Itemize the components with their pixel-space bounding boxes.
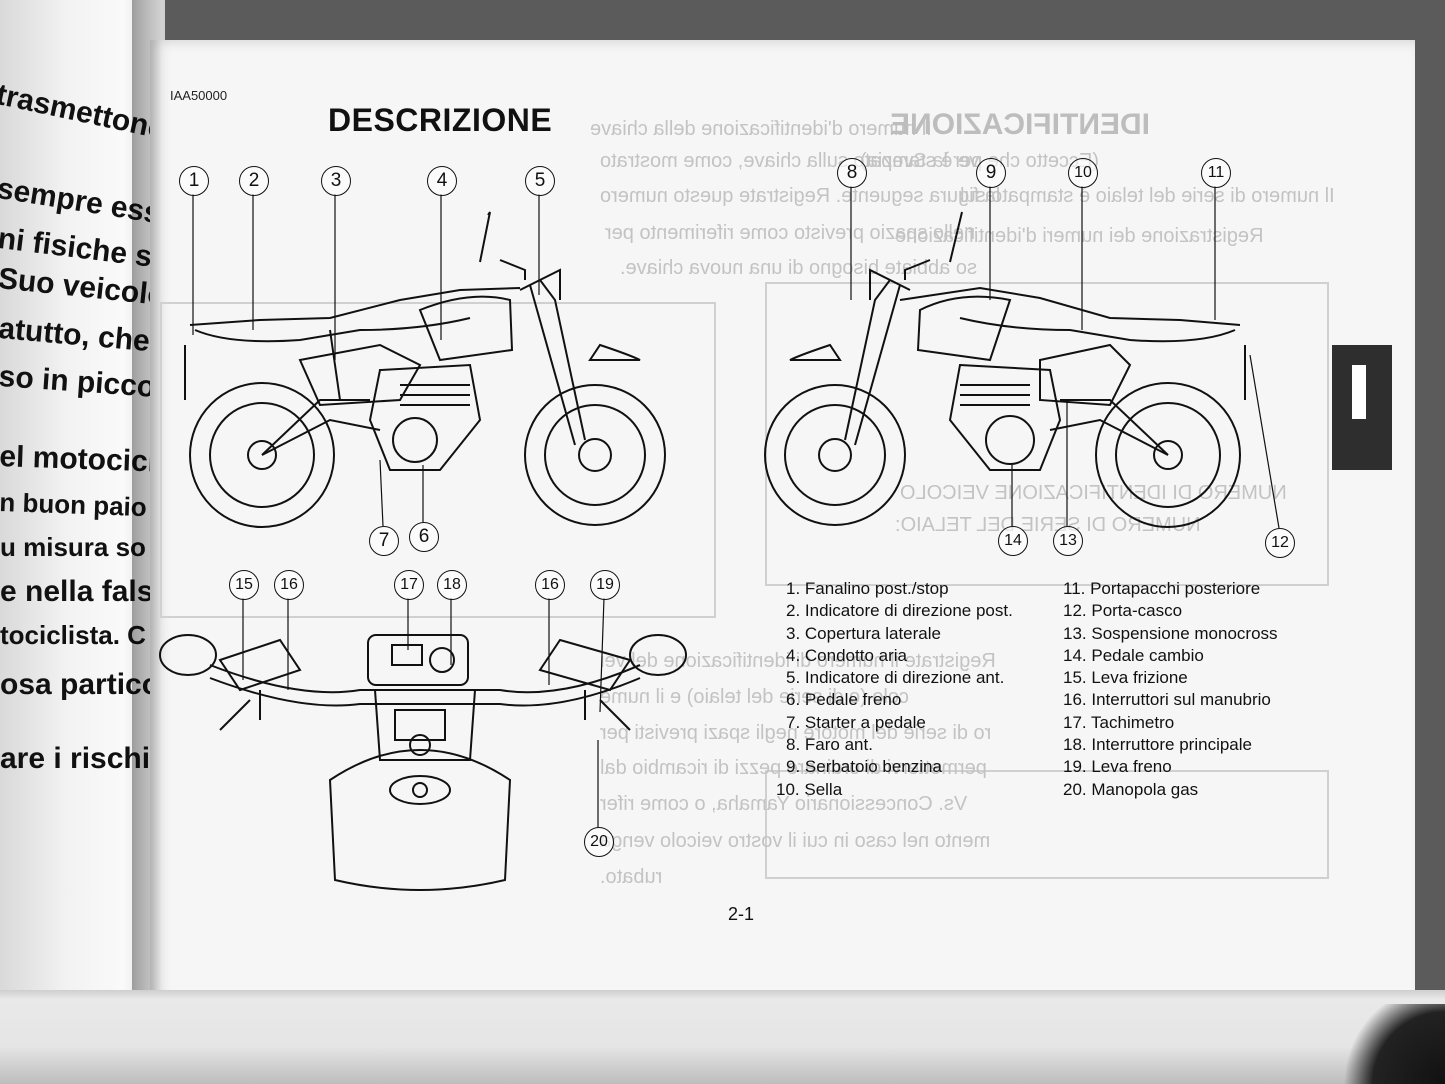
legend-item: 15. Leva frizione [1063,668,1188,688]
legend-item: 20. Manopola gas [1063,779,1199,799]
callout-18: 18 [437,570,467,600]
legend-item: 13. Sospensione monocross [1063,623,1278,643]
left-page-line: are i rischi. [0,742,159,775]
page-number: 2-1 [728,904,755,924]
left-page-line: u misura so [0,532,146,562]
legend-item: 2. Indicatore di direzione post. [786,601,1013,621]
page-title: DESCRIZIONE [328,102,553,138]
callout-6: 6 [409,522,439,552]
callout-9: 9 [976,158,1006,188]
callout-16-right: 16 [535,570,565,600]
callout-20: 20 [584,827,614,857]
left-page: trasmettono sempre esse ni fisiche sia S… [0,0,165,1000]
callout-19: 19 [590,570,620,600]
callout-7: 7 [369,526,399,556]
legend-item: 16. Interruttori sul manubrio [1063,690,1271,710]
bleed-through-box [765,770,1329,879]
tab-letter-mark [1352,365,1366,419]
section-tab-i [1332,345,1392,470]
callout-15: 15 [229,570,259,600]
callout-12: 12 [1265,528,1295,558]
callout-2: 2 [239,166,269,196]
legend-item: 4. Condotto aria [786,645,907,665]
manual-page [150,40,1415,1040]
legend-item: 18. Interruttore principale [1063,735,1252,755]
callout-17: 17 [394,570,424,600]
callout-1: 1 [179,166,209,196]
callout-14: 14 [998,526,1028,556]
callout-16: 16 [274,570,304,600]
page-bottom-edge [0,990,1445,1084]
legend-left-column: 1. Fanalino post./stop 2. Indicatore di … [776,578,1013,801]
section-code: IAA50000 [170,88,228,103]
legend-item: 14. Pedale cambio [1063,645,1204,665]
legend-item: 3. Copertura laterale [786,623,941,643]
legend-item: 9. Serbatoio benzina [786,757,942,777]
callout-5: 5 [525,166,555,196]
legend-item: 7. Starter a pedale [786,712,926,732]
legend-item: 19. Leva freno [1063,757,1172,777]
legend-right-column: 11. Portapacchi posteriore 12. Porta-cas… [1063,578,1278,801]
left-page-line: e nella falsa [0,575,165,608]
legend-item: 6. Pedale freno [786,690,902,710]
left-page-line: tociclista. C [0,620,146,650]
callout-4: 4 [427,166,457,196]
left-page-line: osa particola [0,668,165,701]
legend-item: 5. Indicatore di direzione ant. [786,668,1005,688]
callout-3: 3 [321,166,351,196]
dark-corner-shadow [1325,1004,1445,1084]
callout-13: 13 [1053,526,1083,556]
callout-8: 8 [837,158,867,188]
legend-item: 10. Sella [776,779,843,799]
right-side-view-drawing [764,211,1246,528]
left-side-view-drawing [184,211,666,528]
legend-item: 11. Portapacchi posteriore [1063,579,1261,598]
bleed-through-box [765,282,1329,586]
legend-item: 17. Tachimetro [1063,712,1175,732]
book-spine-shadow [132,0,162,1084]
callout-11: 11 [1201,158,1231,188]
legend-item: 8. Faro ant. [786,735,873,755]
legend-item: 12. Porta-casco [1063,601,1183,621]
handlebar-view-drawing [159,634,687,891]
callout-leader-lines [192,186,1280,827]
callout-10: 10 [1068,158,1098,188]
legend-item: 1. Fanalino post./stop [786,579,949,598]
